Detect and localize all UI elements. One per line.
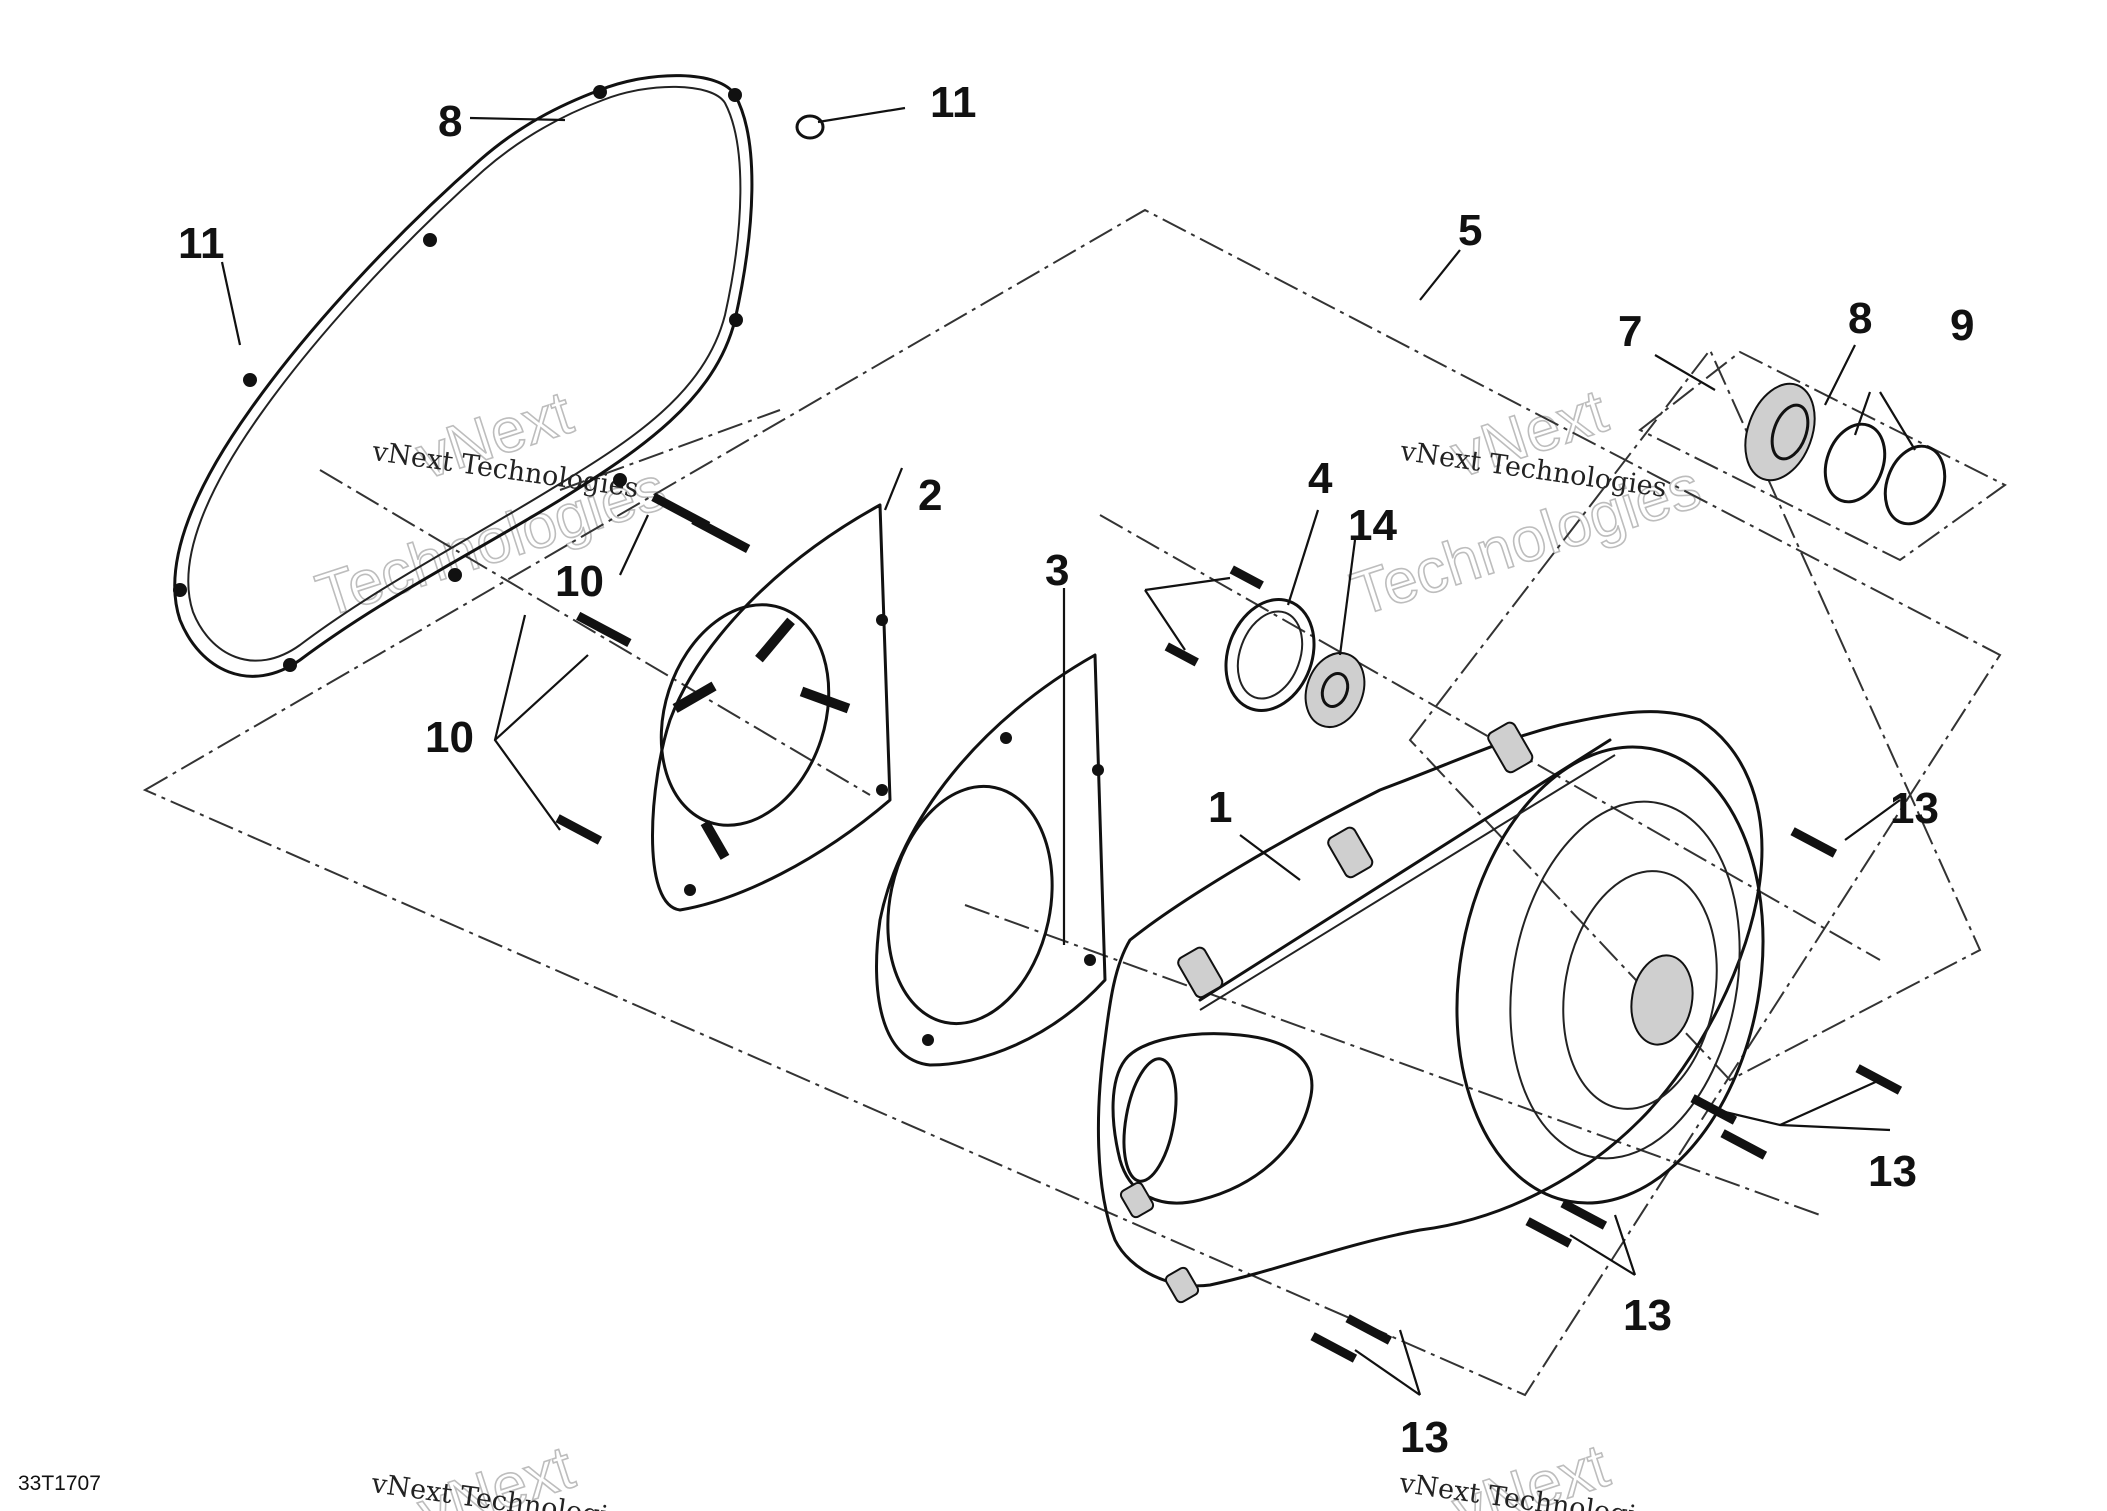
phantom-outline-right: [1408, 348, 1982, 1082]
o-rings: [1823, 422, 1947, 526]
callout-screws-upper: 10: [555, 557, 604, 606]
callout-air-guide: 2: [918, 471, 942, 520]
callout-washer: 4: [1308, 454, 1333, 503]
callout-seal: 14: [1348, 501, 1397, 550]
callout-o-rings: 9: [1950, 301, 1974, 350]
plug-top: [795, 114, 825, 140]
watermark-right: vNext Technologies vNext Technologies: [1342, 376, 1709, 630]
screws: [555, 492, 1903, 1363]
callout-gasket: 8: [438, 97, 462, 146]
callout-plug-left: 11: [178, 219, 225, 268]
callout-screws-13-b: 13: [1868, 1147, 1917, 1196]
callout-bearing-support: 7: [1618, 307, 1642, 356]
drawing-code: 33T1707: [18, 1472, 101, 1495]
callout-phantom-outline: 5: [1458, 206, 1482, 255]
callout-bearing: 8: [1848, 294, 1872, 343]
callout-deflector: 3: [1045, 546, 1069, 595]
watermark-left: vNext Technologies vNext Technologies: [308, 377, 675, 631]
callout-screws-lower: 10: [425, 713, 474, 762]
callout-screws-13-c: 13: [1623, 1291, 1672, 1340]
phantom-outline-large: [142, 208, 2002, 1397]
gasket: [173, 74, 754, 678]
callout-cover: 1: [1208, 783, 1232, 832]
callout-plug-top: 11: [930, 78, 977, 127]
phantom-outline-bearing-box: [1638, 350, 2007, 562]
seal: [1304, 652, 1366, 728]
callout-screws-13-a: 13: [1890, 784, 1939, 833]
cover: [1096, 710, 1765, 1304]
callouts: 8 11 11 5 7 8 9 4 14 2 10 10 3 1 13 13 1…: [178, 78, 1974, 1462]
air-guide: [651, 503, 892, 912]
leader-lines: [220, 106, 1916, 1396]
callout-screws-13-d: 13: [1400, 1413, 1449, 1462]
bearing: [1744, 382, 1816, 482]
deflector: [875, 653, 1107, 1067]
watermark-bottom-left: vNext vNext Technologies: [369, 1432, 640, 1511]
